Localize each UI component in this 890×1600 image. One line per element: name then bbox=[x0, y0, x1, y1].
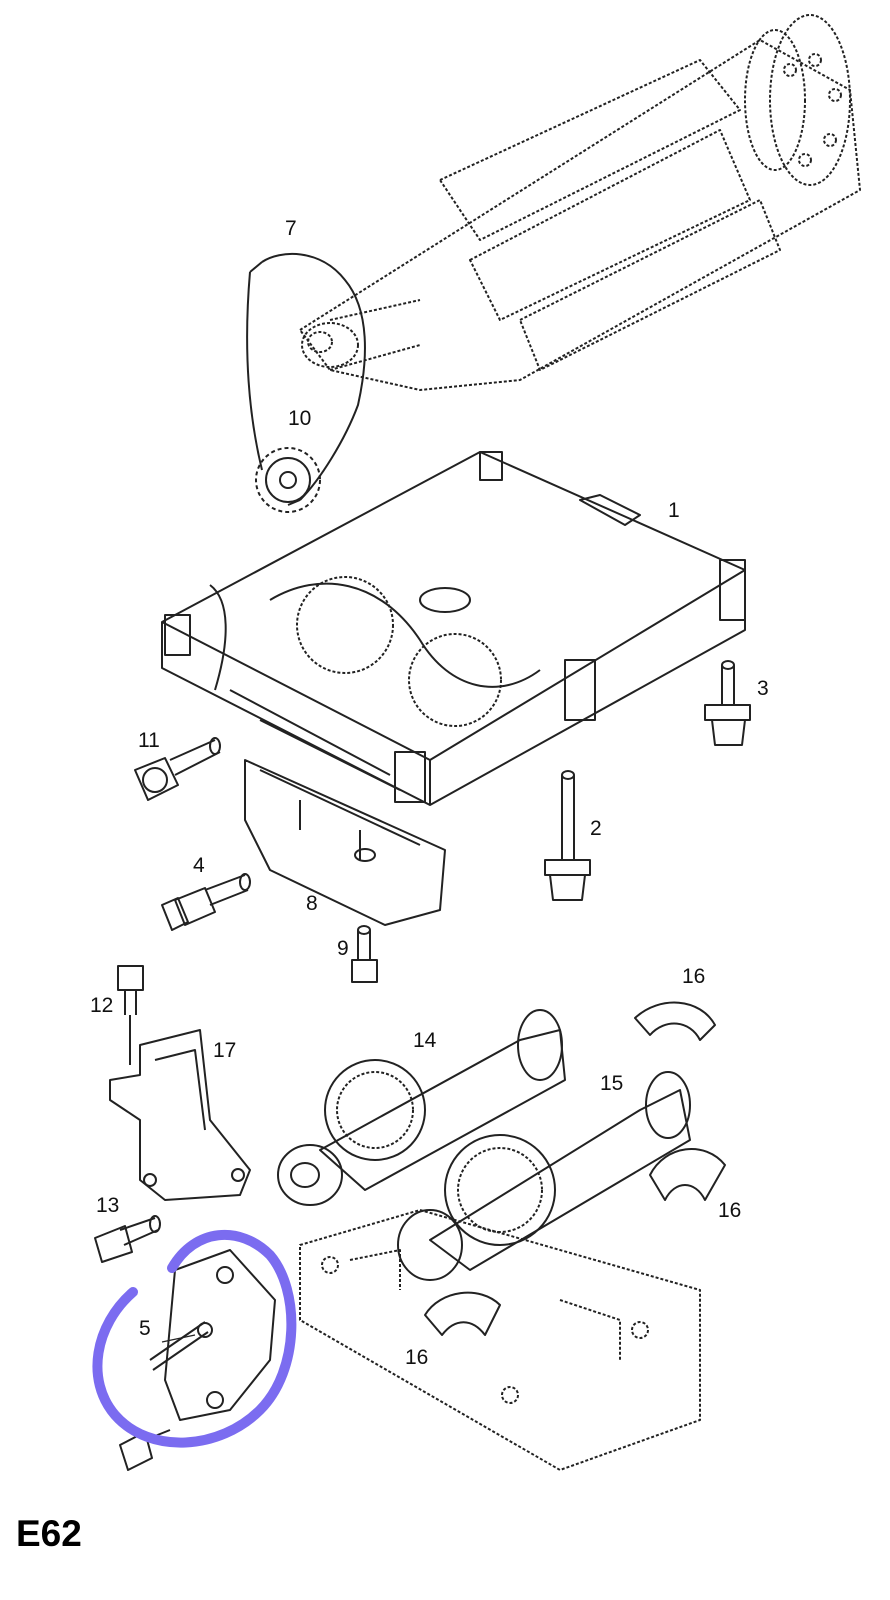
callout-15: 15 bbox=[600, 1072, 624, 1095]
bolt-3 bbox=[704, 660, 751, 746]
callout-16-mid: 16 bbox=[405, 1346, 429, 1369]
callout-4: 4 bbox=[193, 854, 205, 877]
timing-chain bbox=[246, 253, 366, 506]
callout-9: 9 bbox=[337, 937, 349, 960]
balance-shaft-15 bbox=[397, 1071, 691, 1281]
callout-12: 12 bbox=[90, 994, 114, 1017]
balance-shaft-14 bbox=[277, 1009, 566, 1206]
bolt-4 bbox=[161, 873, 251, 931]
figure-code: E62 bbox=[16, 1513, 82, 1554]
leader-lines bbox=[161, 1334, 196, 1343]
bolt-12 bbox=[117, 965, 144, 1065]
crankshaft bbox=[299, 14, 861, 391]
callout-17: 17 bbox=[213, 1039, 237, 1062]
bolt-9 bbox=[351, 925, 378, 983]
callout-13: 13 bbox=[96, 1194, 120, 1217]
callout-11: 11 bbox=[138, 729, 160, 752]
bearing-shell-16-top bbox=[634, 1001, 716, 1041]
callout-16-right: 16 bbox=[718, 1199, 742, 1222]
bolt-11 bbox=[134, 737, 221, 801]
tensioner-cover bbox=[109, 1029, 251, 1201]
callout-7: 7 bbox=[285, 217, 297, 240]
bearing-shell-16-mid bbox=[424, 1291, 501, 1336]
callout-10: 10 bbox=[288, 407, 312, 430]
chain-sprocket bbox=[255, 447, 321, 513]
lower-block bbox=[299, 1209, 701, 1471]
callout-3: 3 bbox=[757, 677, 769, 700]
callout-2: 2 bbox=[590, 817, 602, 840]
annotation-circle bbox=[92, 1229, 297, 1448]
bearing-shell-16-right bbox=[649, 1148, 726, 1201]
callout-1: 1 bbox=[668, 499, 680, 522]
callout-14: 14 bbox=[413, 1029, 437, 1052]
callout-16-top: 16 bbox=[682, 965, 706, 988]
callout-8: 8 bbox=[306, 892, 318, 915]
bolt-2 bbox=[544, 770, 591, 901]
bolt-13 bbox=[94, 1215, 161, 1263]
balance-shaft-housing bbox=[161, 451, 746, 806]
callout-5: 5 bbox=[139, 1317, 151, 1340]
oil-pump-body bbox=[244, 759, 446, 926]
